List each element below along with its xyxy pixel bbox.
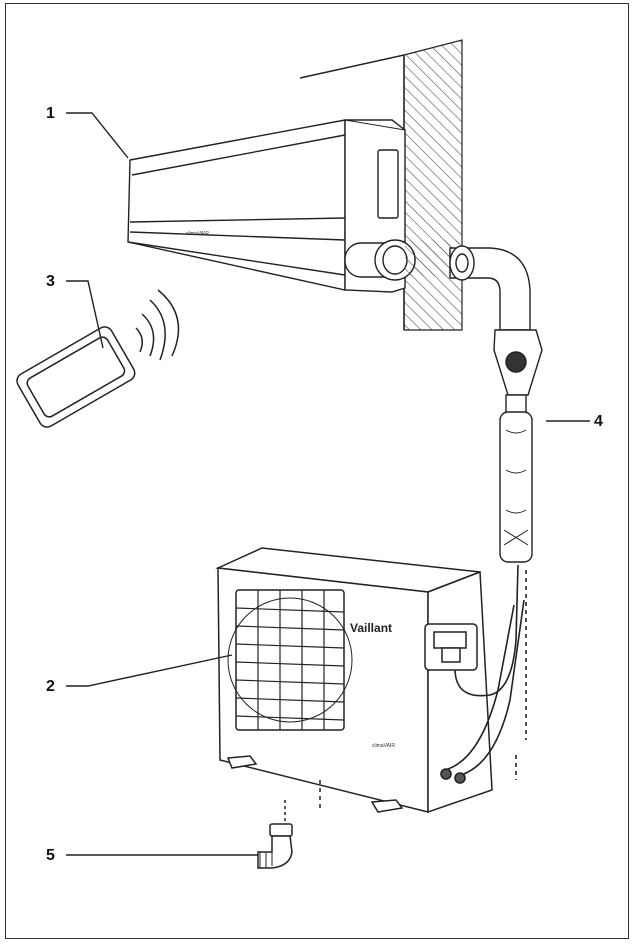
- callout-1: 1: [46, 105, 55, 122]
- callout-2: 2: [46, 678, 55, 695]
- outdoor-brand-label: Vaillant: [350, 621, 393, 635]
- outdoor-model-label: climaVAIR: [372, 743, 395, 749]
- connection-lines: [440, 564, 527, 784]
- callout-3: 3: [46, 273, 55, 290]
- remote-control: [16, 289, 180, 428]
- refrigerant-pipe: [344, 239, 543, 563]
- outdoor-unit: [215, 547, 493, 814]
- callout-4: 4: [594, 413, 603, 430]
- drain-elbow: [257, 800, 293, 869]
- leader-lines: [66, 112, 590, 856]
- indoor-front-label: climaVAIR: [186, 231, 209, 237]
- callout-5: 5: [46, 847, 55, 864]
